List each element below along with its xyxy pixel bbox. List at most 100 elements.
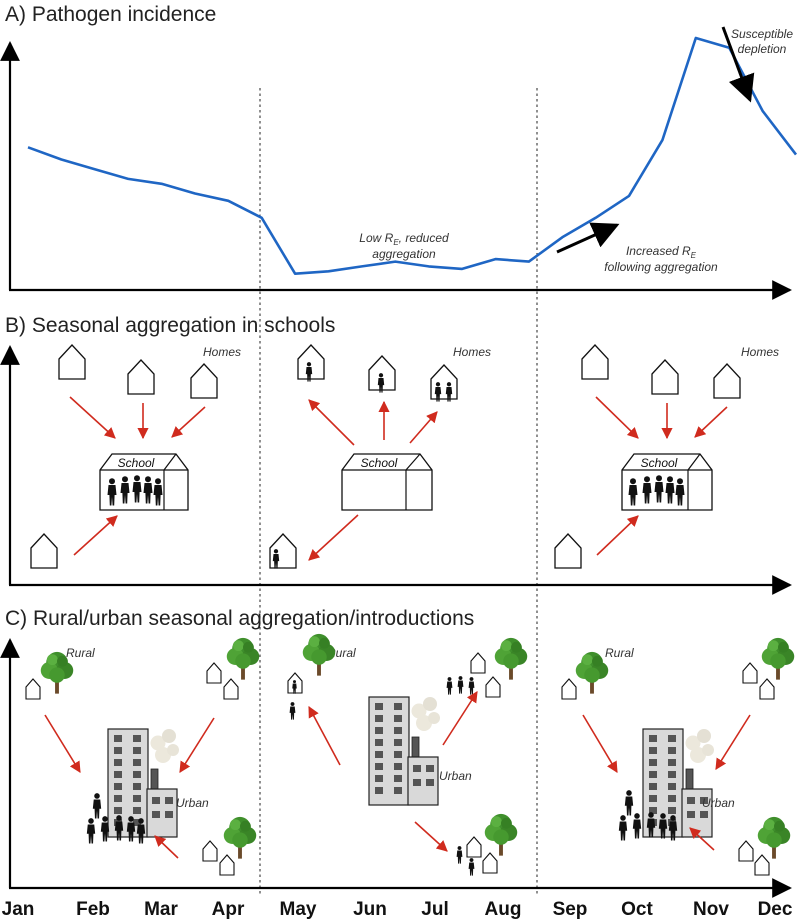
month-label-feb: Feb bbox=[76, 899, 110, 920]
home-icon bbox=[651, 359, 679, 395]
person-icon bbox=[456, 846, 463, 864]
month-label-mar: Mar bbox=[144, 899, 178, 920]
home-icon bbox=[742, 662, 758, 684]
home-icon bbox=[206, 662, 222, 684]
person-icon bbox=[92, 793, 102, 819]
school-scene-3: Homes School bbox=[554, 344, 779, 569]
tree-icon bbox=[761, 637, 795, 680]
tree-icon bbox=[484, 813, 518, 856]
panel-c: C) Rural/urban seasonal aggregation/intr… bbox=[0, 607, 795, 898]
home-icon bbox=[202, 840, 218, 862]
rural-urban-scene-3: Rural Urban bbox=[561, 637, 795, 876]
arrow-from-school bbox=[409, 411, 438, 444]
school-label: School bbox=[361, 456, 398, 470]
city-icon bbox=[368, 696, 441, 806]
tree-icon bbox=[494, 637, 528, 680]
month-label-apr: Apr bbox=[212, 899, 245, 920]
homes-label: Homes bbox=[453, 345, 491, 359]
panel-c-title: C) Rural/urban seasonal aggregation/intr… bbox=[5, 607, 474, 630]
increase-arrow bbox=[556, 222, 620, 254]
arrow-to-urban bbox=[154, 835, 179, 859]
panel-a-title: A) Pathogen incidence bbox=[5, 3, 216, 26]
school-label: School bbox=[641, 456, 678, 470]
person-icon bbox=[468, 677, 475, 695]
rural-urban-scene-2: Rural Urban bbox=[287, 633, 528, 876]
school-scene-2: Homes School bbox=[269, 344, 491, 569]
home-icon bbox=[581, 344, 609, 380]
month-label-may: May bbox=[280, 899, 317, 920]
home-icon bbox=[223, 678, 239, 700]
arrow-to-urban bbox=[689, 827, 715, 851]
low-re-label-line2: aggregation bbox=[372, 247, 436, 261]
month-label-aug: Aug bbox=[485, 899, 522, 920]
home-icon bbox=[58, 344, 86, 380]
home-icon bbox=[470, 652, 486, 674]
home-icon bbox=[554, 533, 582, 569]
arrow-from-school bbox=[308, 514, 359, 561]
panel-b-title: B) Seasonal aggregation in schools bbox=[5, 314, 335, 337]
home-icon bbox=[25, 678, 41, 700]
arrow-to-urban bbox=[179, 717, 215, 773]
arrow-to-school bbox=[595, 396, 639, 439]
arrow-from-school bbox=[308, 399, 355, 446]
person-icon bbox=[86, 818, 96, 844]
panel-b: B) Seasonal aggregation in schools Homes… bbox=[0, 314, 792, 595]
panel-a: A) Pathogen incidence Low RE, reduced ag… bbox=[0, 3, 798, 300]
arrow-to-school bbox=[171, 406, 206, 438]
rural-label: Rural bbox=[605, 646, 634, 660]
school-scene-1: Homes School bbox=[30, 344, 241, 569]
arrow-from-urban bbox=[414, 821, 448, 852]
school-building: School bbox=[621, 453, 713, 511]
arrow-to-school bbox=[694, 406, 728, 438]
person-icon bbox=[457, 676, 464, 694]
arrow-to-school bbox=[596, 515, 639, 556]
depletion-arrow bbox=[721, 26, 755, 103]
homes-label: Homes bbox=[741, 345, 779, 359]
home-icon bbox=[485, 676, 501, 698]
school-label: School bbox=[118, 456, 155, 470]
tree-icon bbox=[226, 637, 260, 680]
homes-label: Homes bbox=[203, 345, 241, 359]
month-label-dec: Dec bbox=[758, 899, 793, 920]
person-icon bbox=[618, 815, 628, 841]
arrow-to-school bbox=[69, 396, 116, 439]
tree-icon bbox=[757, 816, 791, 859]
arrow-to-urban bbox=[44, 714, 81, 773]
home-icon bbox=[190, 363, 218, 399]
home-icon bbox=[754, 854, 770, 876]
low-re-label: Low RE, reduced bbox=[359, 231, 449, 247]
urban-label: Urban bbox=[439, 769, 472, 783]
urban-label: Urban bbox=[702, 796, 735, 810]
tree-icon bbox=[223, 816, 257, 859]
month-label-jun: Jun bbox=[353, 899, 387, 920]
person-icon bbox=[468, 858, 475, 876]
incidence-curve bbox=[27, 36, 798, 276]
home-icon bbox=[30, 533, 58, 569]
home-icon bbox=[466, 836, 482, 858]
rural-urban-scene-1: Rural Urban bbox=[25, 637, 260, 876]
arrow-to-urban bbox=[582, 714, 618, 773]
home-icon bbox=[561, 678, 577, 700]
depletion-label: Susceptible bbox=[731, 27, 793, 41]
arrow-to-school bbox=[73, 515, 118, 556]
person-icon bbox=[289, 702, 296, 720]
home-icon bbox=[127, 359, 155, 395]
month-label-jul: Jul bbox=[421, 899, 448, 920]
month-label-nov: Nov bbox=[693, 899, 729, 920]
increased-re-label: Increased RE bbox=[626, 244, 697, 260]
depletion-label-line2: depletion bbox=[738, 42, 787, 56]
home-icon bbox=[219, 854, 235, 876]
month-label-oct: Oct bbox=[621, 899, 653, 920]
arrow-from-urban bbox=[442, 691, 478, 746]
arrow-from-urban bbox=[308, 706, 341, 766]
month-labels: Jan Feb Mar Apr May Jun Jul Aug Sep Oct … bbox=[2, 899, 793, 920]
person-icon bbox=[632, 813, 642, 839]
increased-re-label-line2: following aggregation bbox=[604, 260, 718, 274]
arrow-to-urban bbox=[715, 714, 751, 770]
month-label-sep: Sep bbox=[553, 899, 588, 920]
school-building: School bbox=[99, 453, 189, 511]
school-building: School bbox=[341, 453, 433, 511]
home-icon bbox=[738, 840, 754, 862]
tree-icon bbox=[302, 633, 336, 676]
